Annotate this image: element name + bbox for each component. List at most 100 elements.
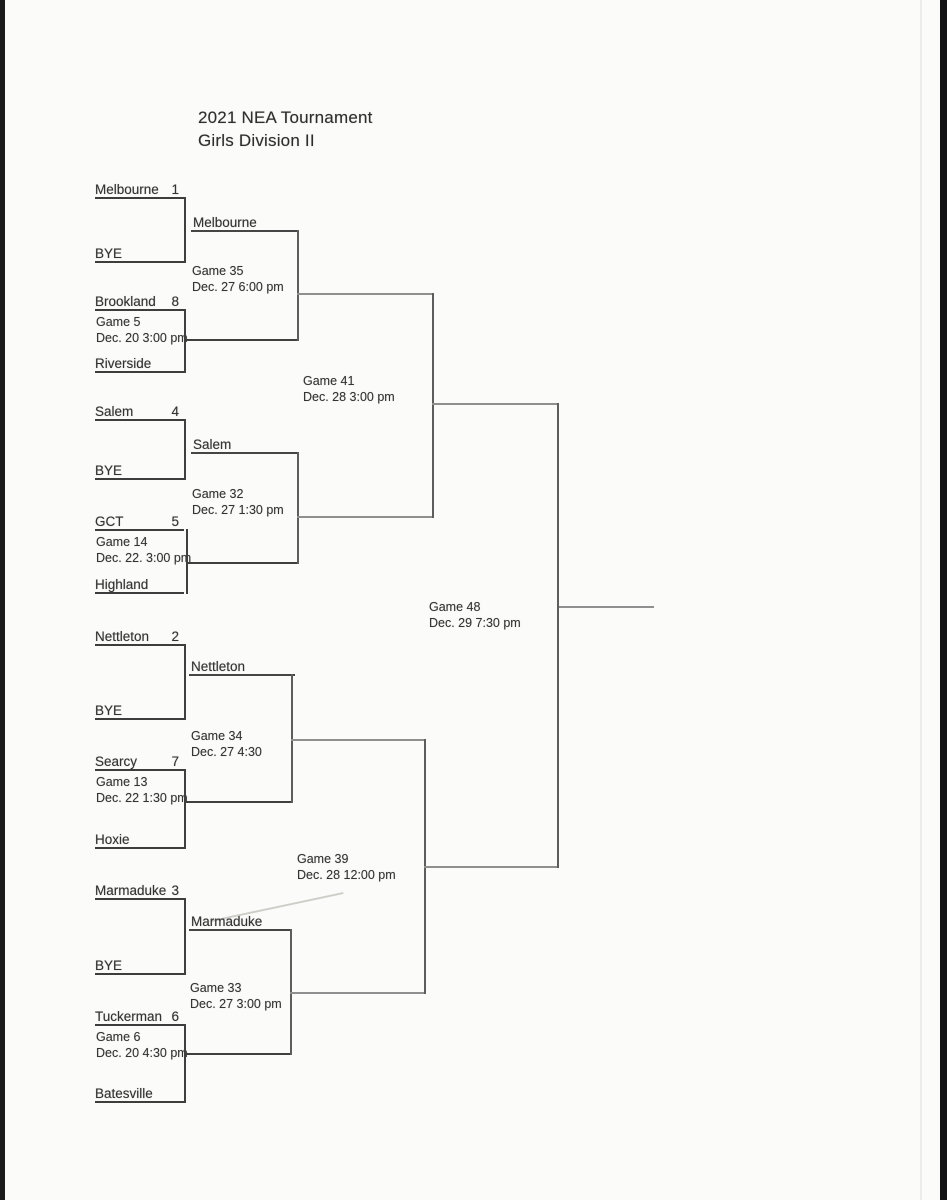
game-time: Dec. 20 3:00 pm — [96, 331, 188, 345]
game14-winner-line — [186, 562, 299, 564]
game-label: Game 6 — [96, 1030, 141, 1044]
team-name: Highland — [95, 577, 149, 592]
team-name: Tuckerman — [95, 1009, 163, 1024]
r1-slot-brookland: Brookland 8 — [95, 291, 184, 311]
game-label: Game 13 — [96, 775, 148, 789]
r1-slot-highland: Highland — [95, 574, 184, 594]
team-name: Marmaduke — [191, 914, 263, 929]
r1-slot-nettleton: Nettleton 2 — [95, 626, 184, 646]
r1-connector-melbourne-bye — [184, 197, 186, 263]
game41-winner-line — [432, 403, 559, 405]
game48-info: Game 48 Dec. 29 7:30 pm — [429, 599, 521, 631]
game14-info: Game 14 Dec. 22. 3:00 pm — [96, 534, 191, 566]
game32-info: Game 32 Dec. 27 1:30 pm — [192, 486, 284, 518]
r1-connector-nettleton-bye — [184, 644, 186, 720]
team-name: Nettleton — [191, 659, 246, 674]
game13-info: Game 13 Dec. 22 1:30 pm — [96, 774, 188, 806]
game-label: Game 32 — [192, 487, 244, 501]
scan-right-edge — [940, 0, 947, 1200]
game-label: Game 34 — [191, 729, 243, 743]
team-seed: 7 — [171, 754, 179, 769]
game32-winner-line — [297, 516, 434, 518]
game6-winner-line — [184, 1053, 292, 1055]
team-name: Melbourne — [95, 182, 159, 197]
game-time: Dec. 29 7:30 pm — [429, 616, 521, 630]
game34-winner-line — [291, 739, 426, 741]
game39-winner-line — [424, 866, 559, 868]
team-seed: 6 — [171, 1009, 179, 1024]
r1-slot-salem: Salem 4 — [95, 401, 184, 421]
game-time: Dec. 27 3:00 pm — [190, 997, 282, 1011]
team-seed: 1 — [171, 182, 179, 197]
team-seed: 8 — [171, 294, 179, 309]
r1-connector-salem-bye — [184, 419, 186, 480]
game5-winner-line — [184, 339, 299, 341]
r1-slot-bye-1: BYE — [95, 243, 184, 263]
game-label: Game 48 — [429, 600, 481, 614]
game-label: Game 39 — [297, 852, 349, 866]
team-name: Melbourne — [193, 215, 257, 230]
r1-connector-gct-highland — [186, 529, 188, 594]
r1-slot-gct: GCT 5 — [95, 511, 184, 531]
game-time: Dec. 27 1:30 pm — [192, 503, 284, 517]
r1-slot-bye-3: BYE — [95, 700, 184, 720]
r2-slot-salem: Salem — [191, 434, 298, 454]
champion-line — [559, 606, 654, 608]
r1-slot-marmaduke: Marmaduke 3 — [95, 880, 184, 900]
game-time: Dec. 28 12:00 pm — [297, 868, 396, 882]
game13-winner-line — [184, 801, 293, 803]
team-name: BYE — [95, 463, 123, 478]
r1-connector-searcy-hoxie — [184, 769, 186, 849]
team-name: Salem — [95, 404, 134, 419]
scan-fold-line — [920, 0, 922, 1200]
game-time: Dec. 27 6:00 pm — [192, 280, 284, 294]
team-name: Searcy — [95, 754, 138, 769]
game32-connector — [297, 452, 299, 564]
team-name: Marmaduke — [95, 883, 167, 898]
title-line-2: Girls Division II — [198, 131, 315, 150]
r1-slot-searcy: Searcy 7 — [95, 751, 184, 771]
game5-info: Game 5 Dec. 20 3:00 pm — [96, 314, 188, 346]
game-label: Game 14 — [96, 535, 148, 549]
r1-slot-riverside: Riverside — [95, 353, 184, 373]
scan-left-edge — [0, 0, 5, 1200]
game6-info: Game 6 Dec. 20 4:30 pm — [96, 1029, 188, 1061]
team-seed: 5 — [171, 514, 179, 529]
game-label: Game 33 — [190, 981, 242, 995]
r2-slot-melbourne: Melbourne — [191, 212, 298, 232]
game48-connector — [557, 403, 559, 868]
game-label: Game 41 — [303, 374, 355, 388]
r1-connector-tuckerman-batesville — [184, 1024, 186, 1103]
team-name: Nettleton — [95, 629, 150, 644]
team-name: Riverside — [95, 356, 152, 371]
game-time: Dec. 22 1:30 pm — [96, 791, 188, 805]
game41-info: Game 41 Dec. 28 3:00 pm — [303, 373, 395, 405]
team-name: BYE — [95, 246, 123, 261]
r1-slot-hoxie: Hoxie — [95, 829, 184, 849]
title-line-1: 2021 NEA Tournament — [198, 108, 373, 127]
game-label: Game 35 — [192, 264, 244, 278]
game35-connector — [297, 230, 299, 341]
r1-connector-brookland-riverside — [184, 309, 186, 373]
r1-slot-bye-4: BYE — [95, 955, 184, 975]
r1-slot-melbourne: Melbourne 1 — [95, 179, 184, 199]
team-seed: 2 — [171, 629, 179, 644]
game-time: Dec. 20 4:30 pm — [96, 1046, 188, 1060]
team-name: Salem — [193, 437, 232, 452]
game41-connector — [432, 293, 434, 518]
game-time: Dec. 22. 3:00 pm — [96, 551, 192, 565]
game39-info: Game 39 Dec. 28 12:00 pm — [297, 851, 396, 883]
game34-connector — [291, 674, 293, 803]
team-seed: 3 — [171, 883, 179, 898]
game33-info: Game 33 Dec. 27 3:00 pm — [190, 980, 282, 1012]
r1-slot-batesville: Batesville — [95, 1083, 184, 1103]
game-time: Dec. 27 4:30 — [191, 745, 262, 759]
r1-slot-tuckerman: Tuckerman 6 — [95, 1006, 184, 1026]
game35-winner-line — [297, 293, 434, 295]
r1-connector-marmaduke-bye — [184, 898, 186, 975]
team-name: Batesville — [95, 1086, 153, 1101]
r1-slot-bye-2: BYE — [95, 460, 184, 480]
team-name: Hoxie — [95, 832, 130, 847]
game34-info: Game 34 Dec. 27 4:30 — [191, 728, 262, 760]
page-title: 2021 NEA Tournament Girls Division II — [198, 106, 373, 152]
